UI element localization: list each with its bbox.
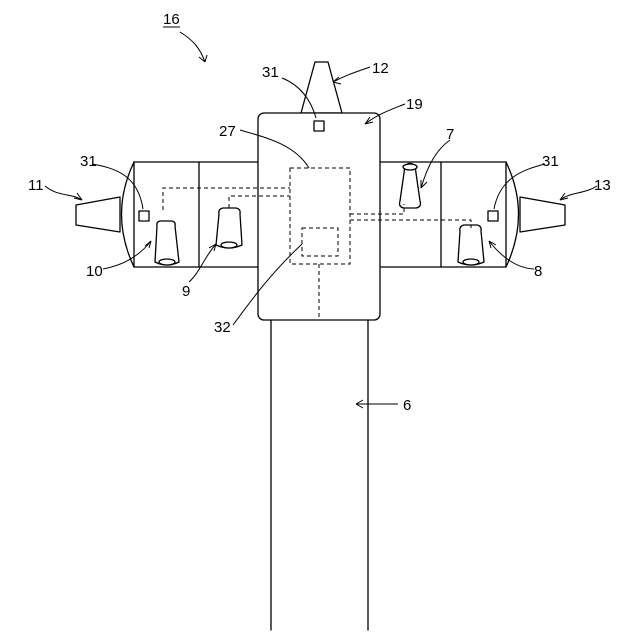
label-31-right: 31 bbox=[542, 153, 559, 170]
left-horn bbox=[76, 197, 120, 232]
right-outer-lamp bbox=[458, 225, 484, 265]
label-13: 13 bbox=[594, 177, 611, 194]
label-10: 10 bbox=[86, 263, 103, 280]
label-16: 16 bbox=[163, 11, 180, 28]
label-32: 32 bbox=[214, 319, 231, 336]
label-27: 27 bbox=[219, 123, 236, 140]
left-outer-lamp bbox=[155, 221, 179, 265]
label-31-top: 31 bbox=[262, 64, 279, 81]
top-horn bbox=[301, 62, 342, 113]
center-lamp bbox=[400, 164, 421, 209]
label-19: 19 bbox=[406, 96, 423, 113]
label-8: 8 bbox=[534, 263, 542, 280]
support-pole bbox=[271, 318, 368, 630]
label-12: 12 bbox=[372, 60, 389, 77]
label-6: 6 bbox=[403, 397, 411, 414]
right-horn bbox=[520, 197, 565, 232]
label-7: 7 bbox=[446, 126, 454, 143]
left-sensor bbox=[139, 211, 149, 221]
right-sensor bbox=[488, 211, 498, 221]
label-31-left: 31 bbox=[80, 153, 97, 170]
left-inner-lamp bbox=[216, 208, 242, 248]
top-sensor bbox=[314, 121, 324, 131]
label-9: 9 bbox=[182, 283, 190, 300]
label-11: 11 bbox=[28, 177, 44, 194]
